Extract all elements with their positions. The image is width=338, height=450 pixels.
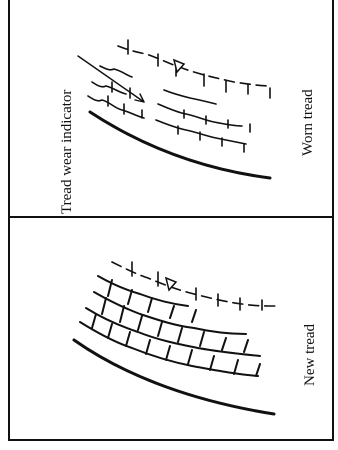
worn-tread-illustration: [8, 0, 334, 216]
tread-row: [92, 82, 126, 94]
tread-row: [158, 104, 242, 126]
new-tread-illustration: [8, 218, 334, 441]
tread-wear-indicator-label: Tread wear indicator: [59, 90, 76, 214]
worn-tread-caption: Worn tread: [300, 89, 317, 156]
tread-row: [156, 120, 246, 144]
indicator-arrow: [78, 56, 144, 102]
tread-row: [94, 292, 246, 334]
worn-tread-panel: Tread wear indicator Worn tread: [8, 0, 334, 216]
new-tread-panel: New tread: [8, 218, 334, 441]
tread-row: [86, 308, 260, 356]
groove-arc: [112, 262, 276, 306]
new-tread-caption: New tread: [302, 324, 319, 386]
tread-row: [164, 90, 216, 104]
groove-arc: [118, 46, 272, 86]
tire-edge: [90, 112, 270, 178]
